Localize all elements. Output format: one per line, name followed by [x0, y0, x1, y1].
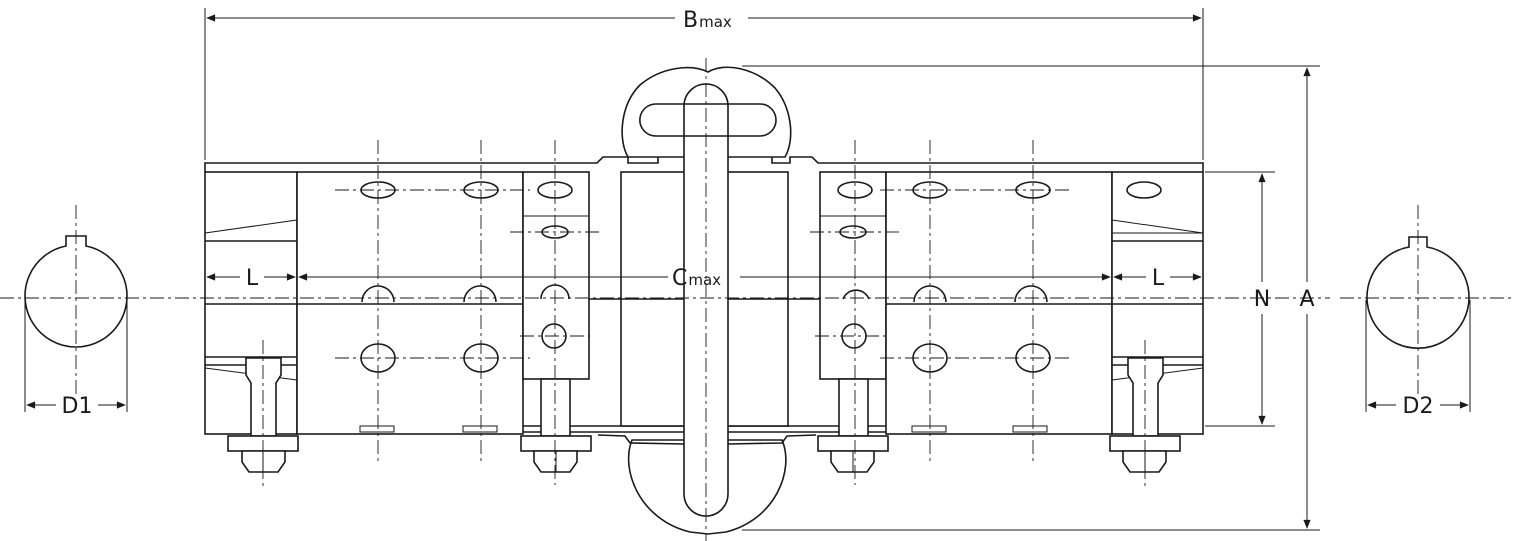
n-label: N [1254, 287, 1270, 312]
d1-label: D1 [62, 394, 93, 419]
left-flange-block [296, 171, 524, 435]
l-right-label: L [1152, 266, 1165, 291]
svg-text:Cmax: Cmax [672, 266, 721, 291]
right-flange-block [885, 171, 1113, 435]
cmax-label: C [672, 266, 687, 291]
a-label: A [1299, 287, 1314, 312]
l-left-label: L [246, 266, 259, 291]
cmax-subscript: max [688, 271, 721, 289]
right-shaft-section: D2 [1340, 205, 1515, 419]
svg-text:Bmax: Bmax [683, 8, 732, 33]
center-lines [150, 140, 1330, 490]
center-flex-element [597, 58, 817, 541]
right-inner-block [819, 171, 887, 380]
bmax-subscript: max [699, 13, 732, 31]
left-shaft-section: D1 [0, 205, 170, 419]
bmax-label: B [683, 8, 698, 33]
bolts [227, 357, 1181, 473]
d2-label: D2 [1403, 394, 1434, 419]
dimensions: Bmax Cmax L L N A [204, 8, 1320, 531]
left-inner-block [522, 171, 590, 380]
